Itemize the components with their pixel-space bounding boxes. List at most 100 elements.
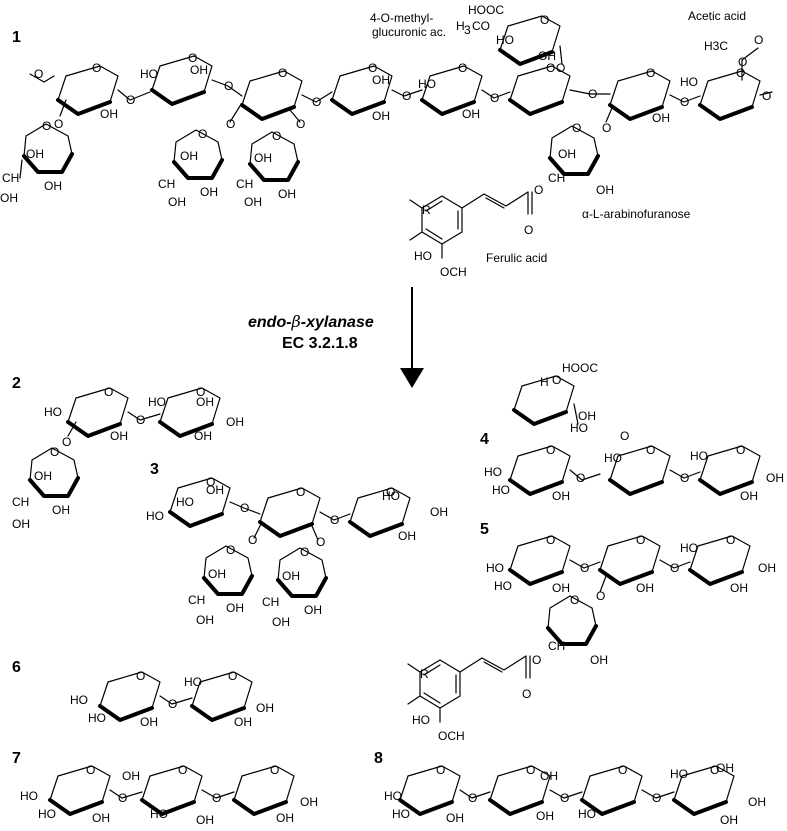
svg-text:HOOC: HOOC	[562, 361, 598, 375]
svg-text:O: O	[226, 543, 235, 557]
svg-text:O: O	[680, 471, 689, 485]
svg-text:O: O	[50, 445, 59, 459]
compound-number-7: 7	[12, 750, 21, 767]
svg-text:OH: OH	[430, 505, 448, 519]
svg-text:OH: OH	[0, 191, 18, 205]
svg-text:O: O	[540, 13, 549, 27]
svg-text:O: O	[34, 67, 43, 81]
label-ferulic-acid: Ferulic acid	[486, 251, 547, 265]
svg-text:O: O	[534, 183, 543, 197]
svg-text:CH: CH	[188, 593, 205, 607]
svg-text:OH: OH	[300, 795, 318, 809]
svg-text:HO: HO	[176, 495, 194, 509]
svg-text:O: O	[618, 763, 627, 777]
enzyme-ec-number: EC 3.2.1.8	[282, 335, 358, 352]
svg-text:O: O	[300, 545, 309, 559]
svg-text:OH: OH	[44, 179, 62, 193]
compound-number-1: 1	[12, 29, 21, 46]
svg-text:O: O	[240, 501, 249, 515]
svg-text:OH: OH	[226, 415, 244, 429]
svg-text:O: O	[726, 533, 735, 547]
svg-text:CH: CH	[158, 177, 175, 191]
svg-text:OH: OH	[180, 149, 198, 163]
svg-text:O: O	[168, 697, 177, 711]
svg-text:OH: OH	[200, 185, 218, 199]
svg-text:HO: HO	[44, 405, 62, 419]
compound-6-structure: O O O HO HO OH HO OH OH	[70, 669, 274, 729]
svg-text:O: O	[86, 763, 95, 777]
svg-text:OH: OH	[720, 813, 738, 827]
svg-text:O: O	[552, 373, 561, 387]
svg-text:CH: CH	[548, 639, 565, 653]
svg-text:O: O	[556, 61, 565, 75]
svg-text:O: O	[296, 485, 305, 499]
compound-number-6: 6	[12, 659, 21, 676]
svg-text:O: O	[228, 669, 237, 683]
svg-text:OH: OH	[26, 147, 44, 161]
svg-text:O: O	[436, 763, 445, 777]
compound-1-arabinoxylan: O O O O O O O O O O O O O O O O OH HO OH…	[0, 3, 773, 279]
svg-text:OH: OH	[278, 187, 296, 201]
svg-text:HO: HO	[484, 465, 502, 479]
svg-text:OH: OH	[196, 395, 214, 409]
svg-text:HO: HO	[670, 767, 688, 781]
svg-text:OH: OH	[596, 183, 614, 197]
svg-text:OH: OH	[206, 483, 224, 497]
svg-text:OH: OH	[196, 813, 214, 827]
svg-text:HO: HO	[412, 713, 430, 727]
svg-text:O: O	[532, 653, 541, 667]
svg-text:O: O	[136, 413, 145, 427]
svg-text:CH: CH	[2, 171, 19, 185]
svg-text:O: O	[738, 55, 747, 69]
svg-text:O: O	[652, 791, 661, 805]
svg-text:OH: OH	[168, 195, 186, 209]
svg-text:O: O	[54, 117, 63, 131]
svg-text:OCH: OCH	[440, 265, 467, 279]
svg-text:OH: OH	[226, 601, 244, 615]
svg-text:O: O	[226, 117, 235, 131]
svg-text:HO: HO	[680, 75, 698, 89]
svg-text:O: O	[736, 66, 745, 80]
svg-text:O: O	[62, 435, 71, 449]
svg-text:OH: OH	[716, 761, 734, 775]
svg-text:OH: OH	[446, 811, 464, 825]
svg-text:HO: HO	[140, 67, 158, 81]
svg-text:OH: OH	[272, 615, 290, 629]
svg-text:HO: HO	[70, 693, 88, 707]
svg-text:O: O	[330, 513, 339, 527]
svg-text:OH: OH	[462, 107, 480, 121]
svg-text:O: O	[42, 119, 51, 133]
svg-text:OCH: OCH	[438, 729, 465, 743]
svg-text:O: O	[402, 89, 411, 103]
svg-text:HO: HO	[680, 541, 698, 555]
svg-text:O: O	[762, 89, 771, 103]
compound-number-2: 2	[12, 375, 21, 392]
svg-text:O: O	[270, 763, 279, 777]
enzyme-reaction-arrow: endo-β-xylanase EC 3.2.1.8	[248, 287, 424, 388]
svg-text:O: O	[490, 91, 499, 105]
compound-3-structure: O O O O O HO HO OH HO OH OH O O OH OH CH…	[146, 475, 448, 629]
label-methyl-glucuronic-line1: 4-O-methyl-	[370, 11, 433, 25]
svg-text:O: O	[754, 33, 763, 47]
compound-number-5: 5	[480, 521, 489, 538]
svg-text:HO: HO	[384, 789, 402, 803]
svg-text:O: O	[468, 791, 477, 805]
svg-text:HO: HO	[392, 807, 410, 821]
svg-text:OH: OH	[254, 151, 272, 165]
svg-text:CH: CH	[12, 495, 29, 509]
svg-text:OH: OH	[92, 811, 110, 825]
svg-text:OH: OH	[256, 701, 274, 715]
svg-text:OH: OH	[194, 429, 212, 443]
svg-text:O: O	[136, 669, 145, 683]
svg-text:O: O	[104, 385, 113, 399]
svg-text:O: O	[296, 117, 305, 131]
svg-text:OH: OH	[234, 715, 252, 729]
svg-text:O: O	[546, 61, 555, 75]
svg-text:H: H	[456, 19, 465, 33]
svg-text:O: O	[272, 129, 281, 143]
svg-text:O: O	[92, 61, 101, 75]
enzyme-name: endo-β-xylanase	[248, 312, 374, 331]
svg-text:OH: OH	[552, 489, 570, 503]
svg-text:CO: CO	[472, 19, 490, 33]
